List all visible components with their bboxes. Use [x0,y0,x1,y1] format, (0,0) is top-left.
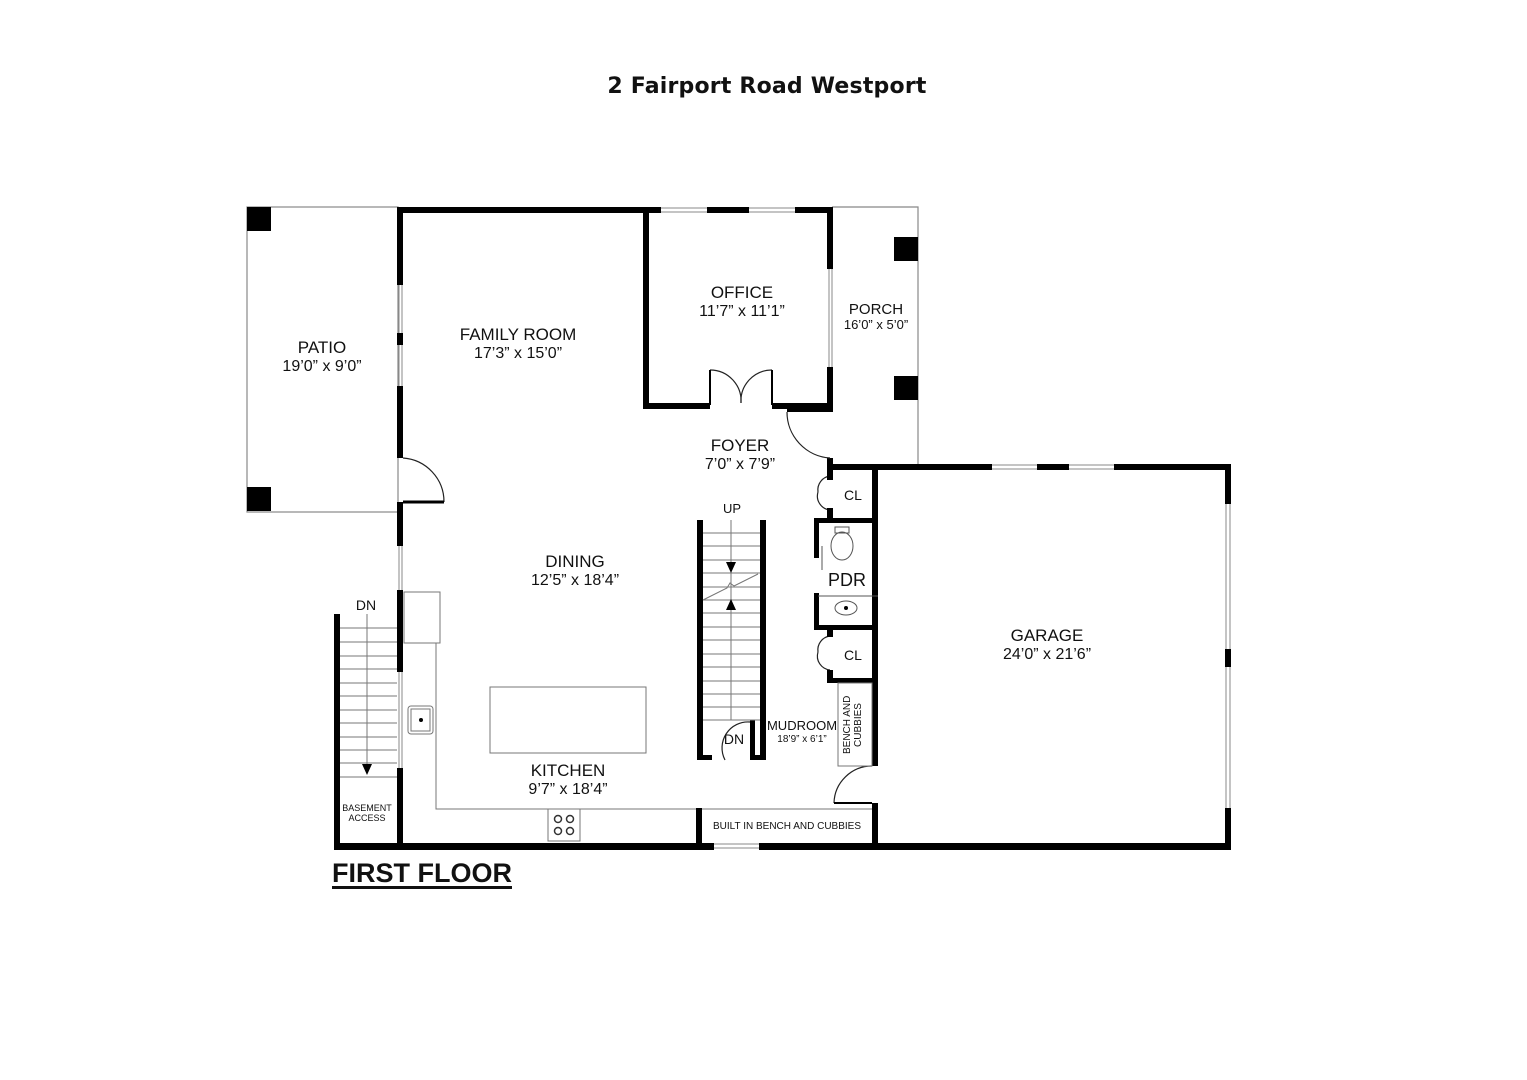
room-dims: 16’0” x 5’0” [843,317,909,333]
room-dims: 7’0” x 7’9” [704,455,776,473]
pdr-fixtures [818,526,878,616]
room-dining: DINING 12’5” x 18’4” [531,552,619,590]
stove-burners [553,814,575,836]
room-closet-lower: CL [844,647,862,663]
room-garage: GARAGE 24’0” x 21’6” [1003,626,1091,664]
room-mudroom: MUDROOM 18’9” x 6’1” [766,718,838,745]
room-dims: 24’0” x 21’6” [1002,645,1092,663]
room-dims: 17’3” x 15’0” [473,344,563,362]
built-in-bench-label: BUILT IN BENCH AND CUBBIES [713,821,861,832]
bench-cubbies-vertical-label: BENCH AND CUBBIES [842,695,867,754]
room-dims: 11’7” x 11’1” [699,302,785,320]
room-dims: 19’0” x 9’0” [282,357,362,375]
room-patio: PATIO 19’0” x 9’0” [282,338,361,376]
main-stair-treads [702,520,760,721]
room-name: PATIO [297,338,347,357]
porch-column-top [894,237,918,261]
kitchen-counters [403,591,873,842]
room-name: PORCH [848,301,904,318]
room-name: FOYER [710,436,770,455]
basement-access-line2: ACCESS [348,813,386,824]
room-name: OFFICE [710,283,774,302]
room-name: MUDROOM [766,718,838,733]
room-family-room: FAMILY ROOM 17’3” x 15’0” [460,325,577,363]
room-name: GARAGE [1010,626,1084,645]
stair-arrow-up [726,599,736,610]
porch-column-bottom [894,376,918,400]
bench-line1: BENCH AND [842,695,853,754]
room-name: FAMILY ROOM [459,325,577,344]
patio-column-top [247,207,271,231]
floor-label: FIRST FLOOR [332,858,512,888]
basement-access-label: BASEMENT ACCESS [342,803,392,824]
kitchen-island [489,686,647,754]
patio-outline [246,206,399,513]
room-dims: 18’9” x 6’1” [777,733,827,745]
interior-walls [696,470,878,850]
basement-stair-arrow [362,764,372,775]
room-porch: PORCH 16’0” x 5’0” [844,301,908,333]
stair-arrow-down [726,562,736,573]
basement-stair-treads [340,614,397,778]
room-closet-upper: CL [844,487,862,503]
room-dims: 12’5” x 18’4” [530,571,620,589]
plan-title: 2 Fairport Road Westport [607,74,927,99]
room-name: KITCHEN [530,761,606,780]
bench-line2: CUBBIES [852,703,864,747]
room-pdr: PDR [827,570,867,590]
room-kitchen: KITCHEN 9’7” x 18’4” [528,761,607,799]
windows [398,207,1231,849]
basement-access-line1: BASEMENT [342,803,392,813]
room-office: OFFICE 11’7” x 11’1” [699,283,785,321]
room-foyer: FOYER 7’0” x 7’9” [705,436,775,474]
room-dims: 9’7” x 18’4” [528,780,608,798]
patio-column-bottom [247,487,271,511]
exterior-walls [334,207,1231,850]
basement-stair-dn-label: DN [355,597,377,613]
stair-up-label: UP [722,501,742,516]
stair-dn-label: DN [723,731,745,747]
room-name: DINING [545,552,605,571]
